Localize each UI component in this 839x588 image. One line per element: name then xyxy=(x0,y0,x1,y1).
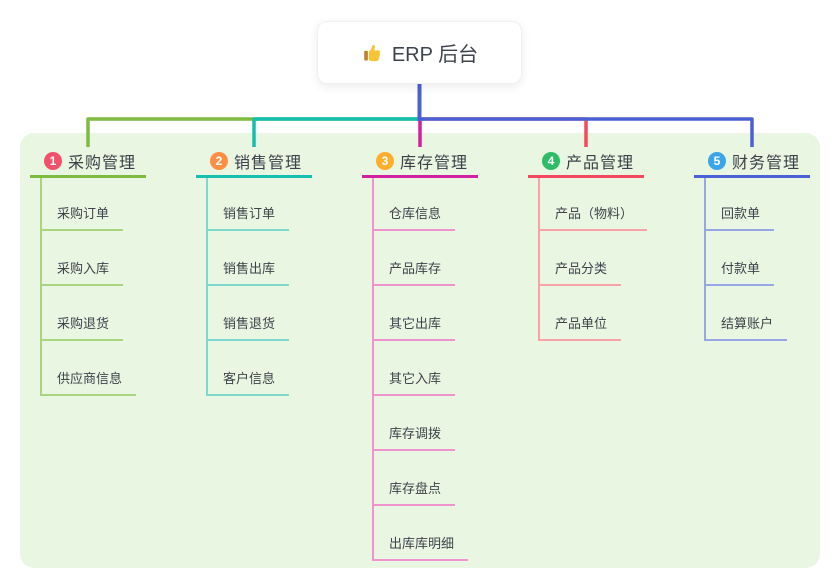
child-item[interactable]: 回款单 xyxy=(704,205,775,231)
child-item[interactable]: 产品库存 xyxy=(372,260,456,286)
child-item[interactable]: 付款单 xyxy=(704,260,775,286)
branch-number-badge: 5 xyxy=(708,151,726,170)
child-item[interactable]: 销售出库 xyxy=(206,260,290,286)
child-item[interactable]: 其它出库 xyxy=(372,315,456,341)
child-item[interactable]: 库存盘点 xyxy=(372,480,456,506)
child-item[interactable]: 其它入库 xyxy=(372,370,456,396)
child-connector-line xyxy=(206,178,208,396)
branch-label: 财务管理 xyxy=(732,154,801,172)
child-item[interactable]: 采购入库 xyxy=(40,260,124,286)
branch-title[interactable]: 3 库存管理 xyxy=(362,146,478,178)
branch-label: 产品管理 xyxy=(566,154,635,172)
branch-number-badge: 2 xyxy=(210,151,228,170)
branch-number-badge: 1 xyxy=(44,151,62,170)
child-connector-line xyxy=(372,178,374,561)
child-connector-line xyxy=(40,178,42,396)
child-item[interactable]: 产品（物料） xyxy=(538,205,648,231)
branch-title[interactable]: 2 销售管理 xyxy=(196,146,312,178)
child-item[interactable]: 供应商信息 xyxy=(40,370,137,396)
branch-label: 库存管理 xyxy=(400,154,469,172)
branch-title[interactable]: 4 产品管理 xyxy=(528,146,644,178)
child-item[interactable]: 销售订单 xyxy=(206,205,290,231)
child-connector-line xyxy=(538,178,540,341)
child-item[interactable]: 库存调拨 xyxy=(372,425,456,451)
child-item[interactable]: 采购订单 xyxy=(40,205,124,231)
child-item[interactable]: 产品单位 xyxy=(538,315,622,341)
branch-label: 采购管理 xyxy=(68,154,137,172)
child-item[interactable]: 仓库信息 xyxy=(372,205,456,231)
child-item[interactable]: 出库库明细 xyxy=(372,535,469,561)
branch-title[interactable]: 1 采购管理 xyxy=(30,146,146,178)
child-item[interactable]: 销售退货 xyxy=(206,315,290,341)
root-node[interactable]: ERP 后台 xyxy=(317,21,522,84)
child-item[interactable]: 采购退货 xyxy=(40,315,124,341)
child-item[interactable]: 客户信息 xyxy=(206,370,290,396)
thumbs-up-icon xyxy=(361,42,383,64)
mindmap-panel xyxy=(20,133,820,568)
child-connector-line xyxy=(704,178,706,341)
child-item[interactable]: 结算账户 xyxy=(704,315,788,341)
branch-title[interactable]: 5 财务管理 xyxy=(694,146,810,178)
branch-label: 销售管理 xyxy=(234,154,303,172)
branch-number-badge: 4 xyxy=(542,151,560,170)
child-item[interactable]: 产品分类 xyxy=(538,260,622,286)
branch-number-badge: 3 xyxy=(376,151,394,170)
root-label: ERP 后台 xyxy=(391,44,479,66)
